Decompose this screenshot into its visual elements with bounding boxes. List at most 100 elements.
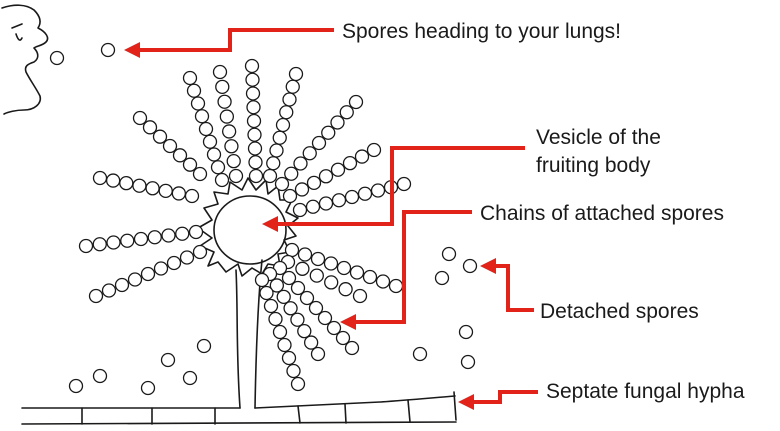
attached-spore <box>348 94 364 110</box>
attached-spore <box>194 109 210 124</box>
attached-spore <box>302 146 317 161</box>
attached-spore <box>184 188 200 204</box>
attached-spore <box>290 280 306 296</box>
attached-spore <box>192 166 208 182</box>
attached-spore <box>288 66 304 82</box>
attached-spore <box>152 129 168 144</box>
attached-spore <box>127 272 143 287</box>
attached-spore <box>217 94 232 109</box>
attached-spore <box>188 224 204 240</box>
face-drawing <box>1 4 49 115</box>
attached-spore <box>317 310 333 326</box>
attached-spore <box>279 105 294 120</box>
attached-spore <box>310 251 326 267</box>
attached-spore <box>161 228 176 243</box>
attached-spore <box>284 242 300 258</box>
attached-spore <box>303 335 319 350</box>
attached-spore <box>140 266 156 282</box>
attached-spore <box>92 170 108 186</box>
attached-spore <box>246 100 261 115</box>
attached-spore <box>215 79 230 95</box>
attached-spore <box>266 156 281 171</box>
attached-spore <box>192 244 208 260</box>
label-detached: Detached spores <box>540 300 699 323</box>
attached-spore <box>132 178 147 193</box>
detached-spore <box>92 368 108 384</box>
attached-spore <box>309 268 324 283</box>
attached-spore <box>172 148 188 163</box>
attached-spore <box>366 142 382 158</box>
attached-spore <box>263 298 279 314</box>
attached-spore <box>281 270 297 286</box>
attached-spore <box>344 189 360 205</box>
attached-spore <box>330 115 345 130</box>
attached-spore <box>245 86 261 101</box>
attached-spore <box>299 290 315 306</box>
attached-spore <box>92 237 107 252</box>
attached-spore <box>158 183 173 199</box>
detached-spore <box>182 370 198 386</box>
attached-spore <box>336 260 352 276</box>
attached-spore <box>190 96 206 111</box>
attached-spore <box>297 323 312 339</box>
attached-spore <box>228 168 244 184</box>
attached-spore <box>247 141 263 156</box>
attached-spore <box>292 202 308 218</box>
attached-spore <box>370 183 386 198</box>
attached-spore <box>202 134 218 149</box>
attached-spore <box>171 186 187 201</box>
attached-spore <box>310 346 326 362</box>
attached-spore <box>221 124 237 139</box>
detached-spore <box>100 42 116 58</box>
attached-spore <box>349 265 365 280</box>
attached-spore <box>248 155 263 170</box>
attached-spore <box>283 301 298 316</box>
attached-spore <box>388 278 404 294</box>
detached-spore <box>196 338 212 354</box>
attached-spore <box>244 58 260 74</box>
attached-spore <box>357 186 373 201</box>
attached-spore <box>268 311 283 327</box>
attached-spore <box>272 130 287 145</box>
attached-spore <box>352 288 368 304</box>
attached-spore <box>362 269 378 285</box>
attached-spore <box>153 261 169 276</box>
attached-spore <box>339 105 354 120</box>
attached-spore <box>318 196 334 211</box>
attached-spore <box>175 226 190 241</box>
spore-chains <box>78 58 412 392</box>
attached-spore <box>101 283 117 298</box>
attached-spore <box>294 182 310 197</box>
attached-spore <box>375 274 391 289</box>
attached-spore <box>133 231 149 247</box>
attached-spore <box>269 278 285 293</box>
attached-spore <box>248 168 264 184</box>
label-vesicle-line1: Vesicle of the <box>536 126 661 149</box>
label-spores-to-lungs: Spores heading to your lungs! <box>342 20 621 43</box>
attached-spore <box>88 288 104 304</box>
attached-spore <box>335 330 351 346</box>
attached-spore <box>311 135 327 151</box>
attached-spore <box>290 376 306 392</box>
attached-spore <box>293 156 308 171</box>
label-vesicle-line2: fruiting body <box>536 154 651 177</box>
label-hypha: Septate fungal hypha <box>546 380 745 403</box>
attached-spore <box>286 363 301 379</box>
arrow-spores-to-lungs <box>124 28 334 58</box>
attached-spore <box>282 188 298 204</box>
detached-spore <box>462 258 478 274</box>
attached-spore <box>354 149 370 164</box>
attached-spore <box>245 72 260 87</box>
attached-spore <box>186 83 202 98</box>
attached-spore <box>305 199 321 214</box>
attached-spore <box>226 153 241 169</box>
attached-spore <box>78 238 94 254</box>
arrow-vesicle <box>262 146 525 232</box>
attached-spore <box>262 168 278 184</box>
attached-spore <box>277 337 292 353</box>
attached-spore <box>179 250 195 265</box>
attached-spore <box>182 70 198 86</box>
arrow-hypha <box>458 390 538 410</box>
